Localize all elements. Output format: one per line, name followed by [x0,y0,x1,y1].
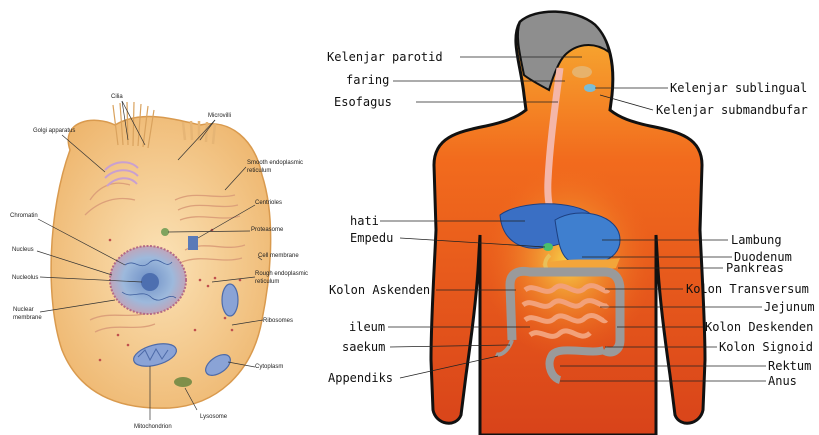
label-cilia: Cilia [111,94,123,100]
label-proteasome: Proteasome [251,227,284,233]
label-nuclear-membrane-line2: membrane [13,315,42,321]
label-mitochondrion: Mitochondrion [134,424,172,430]
label-smooth-er-line1: Smooth endoplasmic [247,160,303,166]
label-jejunum: Jejunum [764,300,815,314]
label-ribosomes: Ribosomes [263,318,293,324]
digestive-system-diagram: Kelenjar parotid faring Esofagus Kelenja… [320,0,819,435]
label-rough-er-line2: reticulum [255,279,279,285]
digestive-illustration: Kelenjar parotid faring Esofagus Kelenja… [320,0,819,435]
label-kolon-deskenden: Kolon Deskenden [705,320,813,334]
label-smooth-er-line2: reticulum [247,168,271,174]
label-kelenjar-parotid: Kelenjar parotid [327,50,443,64]
cell-diagram: Cilia Microvilli Golgi apparatus Smooth … [0,0,320,435]
label-lysosome: Lysosome [200,414,228,420]
label-cell-membrane: Cell membrane [258,253,299,259]
label-cytoplasm: Cytoplasm [255,364,283,370]
label-ileum: ileum [349,320,385,334]
label-empedu: Empedu [350,231,393,245]
label-kolon-askenden: Kolon Askenden [329,283,430,297]
sublingual-gland [584,84,596,92]
label-microvilli: Microvilli [208,113,231,119]
label-chromatin: Chromatin [10,213,38,219]
label-centrioles: Centrioles [255,200,282,206]
nucleolus [141,273,159,291]
label-saekum: saekum [342,340,385,354]
label-nuclear-membrane-line1: Nuclear [13,307,34,313]
parotid-gland [572,66,592,78]
label-rektum: Rektum [768,359,811,373]
label-kelenjar-sublingual: Kelenjar sublingual [670,81,807,95]
label-anus: Anus [768,374,797,388]
label-kelenjar-submandbufar: Kelenjar submandbufar [656,103,808,117]
label-hati: hati [350,214,379,228]
label-rough-er-line1: Rough endoplasmic [255,271,308,277]
label-faring: faring [346,73,389,87]
centrioles [188,236,198,250]
label-esofagus: Esofagus [334,95,392,109]
label-nucleus: Nucleus [12,247,34,253]
label-golgi-apparatus: Golgi apparatus [33,128,75,134]
label-appendiks: Appendiks [328,371,393,385]
proteasome [161,228,169,236]
label-kolon-transversum: Kolon Transversum [686,282,809,296]
lysosome [174,377,192,387]
cell-illustration: Cilia Microvilli Golgi apparatus Smooth … [0,0,320,435]
label-kolon-signoid: Kolon Signoid [719,340,813,354]
label-nucleolus: Nucleolus [12,275,38,281]
label-lambung: Lambung [731,233,782,247]
label-pankreas: Pankreas [726,261,784,275]
